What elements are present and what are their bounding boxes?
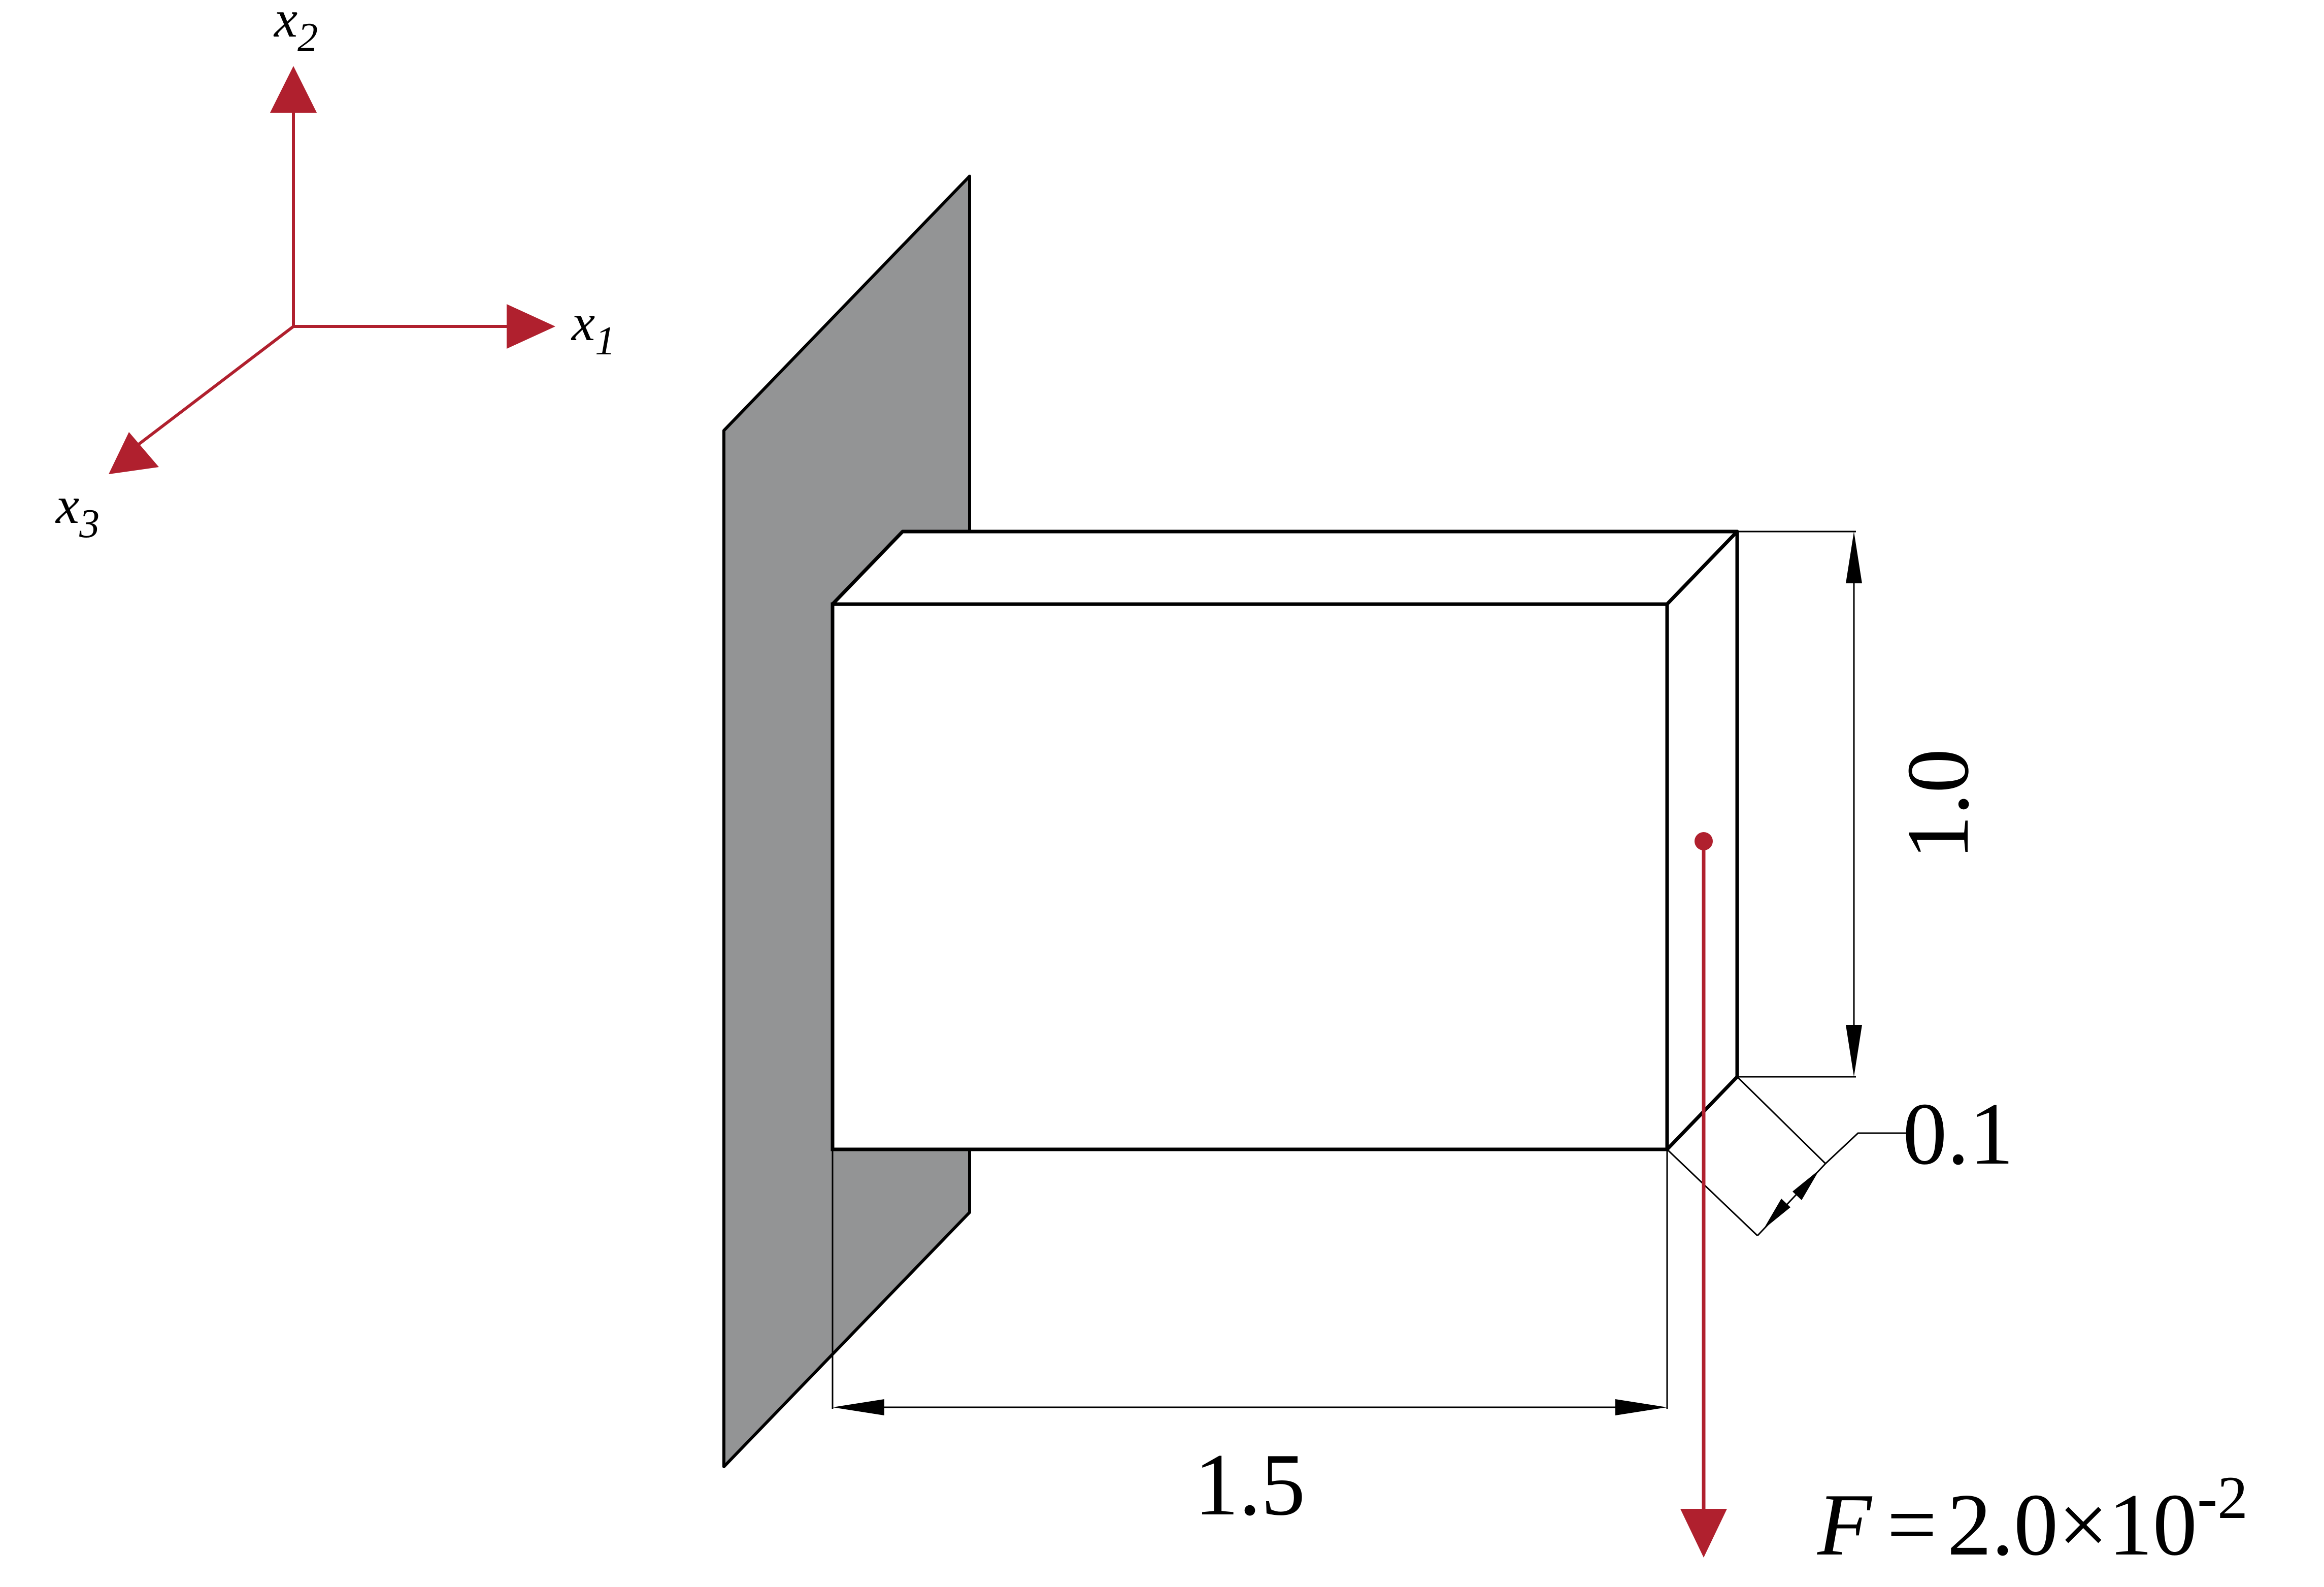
applied-force: F=2.0×10-2 bbox=[1680, 832, 2248, 1574]
coordinate-axes: x2 x1 x3 bbox=[55, 0, 615, 546]
plate bbox=[831, 530, 1739, 1151]
x1-axis-label: x1 bbox=[571, 293, 615, 363]
x1-arrowhead bbox=[507, 304, 555, 349]
thickness-arrowhead-2 bbox=[1764, 1199, 1790, 1229]
x3-arrowhead bbox=[109, 432, 159, 474]
length-dimension: 1.5 bbox=[832, 1149, 1668, 1534]
length-arrowhead-left bbox=[833, 1399, 884, 1415]
height-arrowhead-bottom bbox=[1846, 1025, 1862, 1077]
plate-front-face bbox=[831, 602, 1669, 1151]
length-label: 1.5 bbox=[1194, 1435, 1306, 1534]
x2-arrowhead bbox=[270, 66, 317, 113]
force-arrowhead bbox=[1680, 1509, 1727, 1558]
x2-axis-label: x2 bbox=[273, 0, 318, 60]
height-arrowhead-top bbox=[1846, 532, 1862, 583]
thickness-arrowhead-1 bbox=[1792, 1170, 1819, 1200]
thickness-leader-line bbox=[1824, 1132, 1906, 1165]
height-dimension: 1.0 bbox=[1737, 531, 1987, 1078]
thickness-extension-line-2 bbox=[1666, 1148, 1758, 1237]
plate-top-face bbox=[831, 530, 1739, 606]
x3-axis-label: x3 bbox=[55, 476, 99, 546]
thickness-label: 0.1 bbox=[1903, 1084, 2014, 1183]
x3-axis-line bbox=[137, 325, 294, 446]
thickness-dimension: 0.1 bbox=[1666, 1076, 2014, 1237]
height-label: 1.0 bbox=[1888, 749, 1987, 860]
thickness-extension-line-1 bbox=[1736, 1076, 1827, 1165]
force-label: F=2.0×10-2 bbox=[1817, 1464, 2248, 1574]
length-arrowhead-right bbox=[1615, 1399, 1667, 1415]
